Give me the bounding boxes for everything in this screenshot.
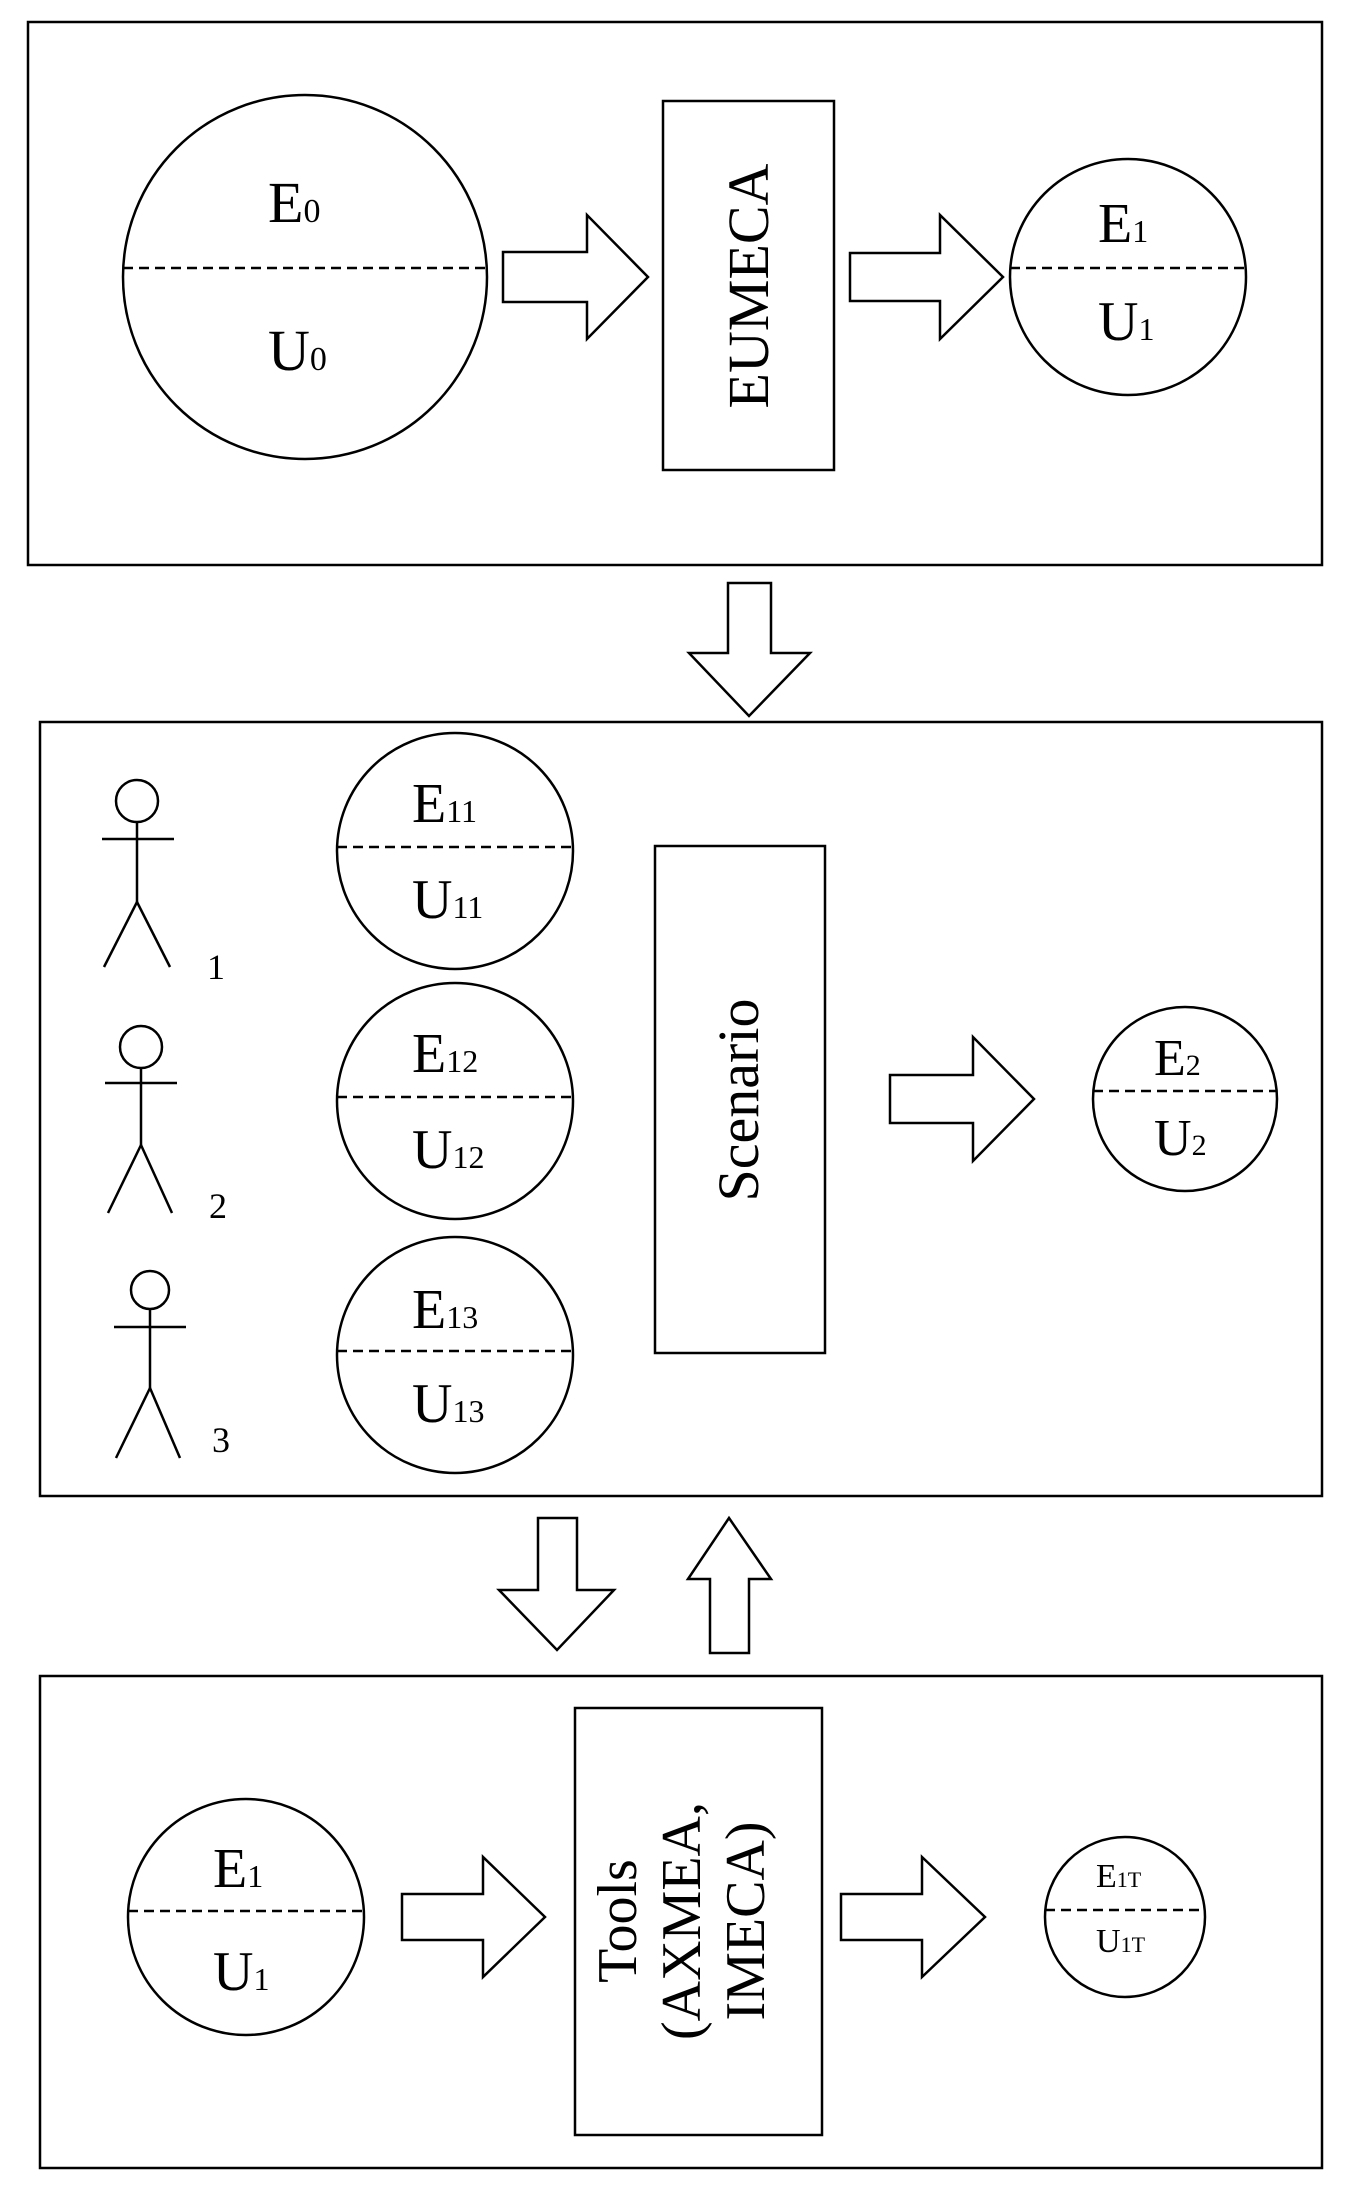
panel-1-output-bottom: U — [1098, 291, 1138, 353]
panel-1-output-top-sub: 1 — [1132, 213, 1148, 249]
user-1-number: 1 — [207, 947, 225, 987]
panel-2-output-top-sub: 2 — [1186, 1049, 1201, 1082]
panel-2-process-label: Scenario — [706, 999, 771, 1202]
user-1-circle-bottom-sub: 11 — [452, 889, 483, 925]
panel-3-input-circle: E1 U1 — [126, 1797, 366, 2037]
panel-3-input-bottom: U — [213, 1941, 253, 2003]
svg-text:E2: E2 — [1154, 1030, 1201, 1087]
svg-text:E11: E11 — [412, 773, 477, 835]
panel-1-process-box: EUMECA — [661, 99, 836, 472]
svg-text:U2: U2 — [1154, 1110, 1207, 1167]
user-2: 2 — [105, 1024, 227, 1226]
user-1-circle-top-sub: 11 — [446, 793, 477, 829]
user-1: 1 — [102, 778, 225, 987]
svg-text:E13: E13 — [412, 1279, 478, 1341]
panel-2-output-circle: E2 U2 — [1091, 1005, 1279, 1193]
user-3-number: 3 — [212, 1420, 230, 1460]
user-3: 3 — [114, 1269, 230, 1460]
panel-2-arrow-right — [888, 1033, 1036, 1165]
panel-3-input-top-sub: 1 — [247, 1858, 263, 1894]
panel-3-input-bottom-sub: 1 — [253, 1961, 269, 1997]
person-icon — [105, 1024, 177, 1214]
panel-3-arrow-right-1 — [400, 1854, 547, 1980]
svg-text:E1T: E1T — [1096, 1858, 1142, 1895]
person-icon — [114, 1269, 186, 1459]
user-2-number: 2 — [209, 1186, 227, 1226]
panel-2-output-top: E — [1154, 1030, 1186, 1087]
panel-3-input-top: E — [213, 1838, 247, 1900]
user-3-circle-top-sub: 13 — [446, 1299, 478, 1335]
svg-text:U11: U11 — [412, 869, 483, 931]
panel-1-output-bottom-sub: 1 — [1138, 311, 1154, 347]
svg-text:U1: U1 — [213, 1941, 269, 2003]
panel-2-frame — [38, 720, 1324, 1498]
user-3-circle-top: E — [412, 1279, 446, 1341]
svg-text:U13: U13 — [412, 1373, 484, 1435]
user-2-circle-bottom-sub: 12 — [452, 1139, 484, 1175]
panel-2-process-box: Scenario — [653, 844, 827, 1355]
user-2-circle: E12 U12 — [335, 981, 575, 1221]
user-2-circle-top-sub: 12 — [446, 1043, 478, 1079]
panel-1-input-bottom: U — [268, 318, 310, 383]
panel-3-output-bottom-sub: 1T — [1121, 1932, 1146, 1957]
panel-3-process-label-line-1: Tools — [587, 1859, 649, 1983]
panel-3-process-box: Tools (AXMEA, IMECA) — [573, 1706, 824, 2137]
svg-text:U1T: U1T — [1096, 1923, 1146, 1960]
arrow-up-panel-3-to-2 — [685, 1515, 774, 1655]
panel-1-input-top-sub: 0 — [303, 193, 320, 230]
panel-3-output-top: E — [1096, 1858, 1117, 1895]
panel-2-output-bottom-sub: 2 — [1192, 1129, 1207, 1162]
panel-1-arrow-right-1 — [501, 211, 650, 343]
svg-text:U12: U12 — [412, 1119, 484, 1181]
svg-text:E0: E0 — [268, 170, 320, 235]
panel-3-output-top-sub: 1T — [1117, 1867, 1142, 1892]
panel-3-arrow-right-2 — [839, 1854, 987, 1980]
svg-text:E1: E1 — [1098, 193, 1148, 255]
panel-3-frame — [38, 1674, 1324, 2170]
panel-1-arrow-right-2 — [848, 212, 1005, 342]
panel-1-input-bottom-sub: 0 — [310, 341, 327, 378]
svg-text:E1: E1 — [213, 1838, 263, 1900]
arrow-down-panel-2-to-3 — [496, 1516, 617, 1652]
panel-3-process-label-line-2: (AXMEA, — [651, 1802, 713, 2040]
panel-3-output-bottom: U — [1096, 1923, 1121, 1960]
person-icon — [102, 778, 174, 968]
panel-3-process-label-line-3: IMECA) — [715, 1821, 777, 2020]
user-2-circle-bottom: U — [412, 1119, 452, 1181]
user-1-circle: E11 U11 — [335, 731, 575, 971]
panel-1-output-top: E — [1098, 193, 1132, 255]
panel-1-frame — [26, 20, 1324, 567]
svg-text:U0: U0 — [268, 318, 327, 383]
panel-1-input-top: E — [268, 170, 303, 235]
arrow-down-panel-1-to-2 — [686, 581, 813, 718]
panel-1-output-circle: E1 U1 — [1008, 157, 1248, 397]
user-2-circle-top: E — [412, 1023, 446, 1085]
panel-1-input-circle: E0 U0 — [121, 93, 489, 461]
user-3-circle-bottom-sub: 13 — [452, 1393, 484, 1429]
user-1-circle-bottom: U — [412, 869, 452, 931]
svg-text:U1: U1 — [1098, 291, 1154, 353]
svg-text:E12: E12 — [412, 1023, 478, 1085]
user-1-circle-top: E — [412, 773, 446, 835]
panel-3-output-circle: E1T U1T — [1043, 1835, 1207, 1999]
panel-1-process-label: EUMECA — [716, 163, 781, 408]
panel-2-output-bottom: U — [1154, 1110, 1192, 1167]
user-3-circle-bottom: U — [412, 1373, 452, 1435]
user-3-circle: E13 U13 — [335, 1235, 575, 1475]
